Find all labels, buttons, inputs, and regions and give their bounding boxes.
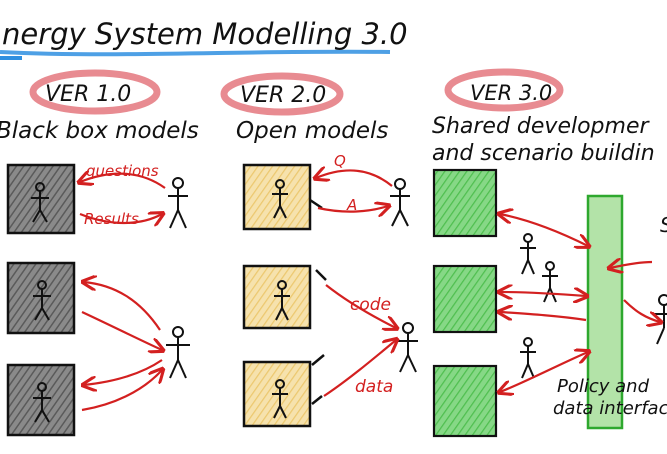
title-underline bbox=[0, 49, 391, 57]
svg-text:questions: questions bbox=[86, 162, 159, 180]
black-box-model bbox=[6, 261, 76, 335]
column-heading: Open models bbox=[236, 118, 388, 144]
column-heading: Black box models bbox=[0, 118, 199, 144]
column-ver2: VER 2.0 Open models bbox=[220, 72, 418, 428]
svg-text:data: data bbox=[355, 377, 393, 397]
column-heading: Shared developmer bbox=[432, 114, 650, 139]
results-arrow: Results bbox=[79, 210, 162, 228]
open-model-box bbox=[242, 163, 323, 231]
shared-model-box bbox=[432, 264, 498, 334]
question-arrow: questions bbox=[80, 162, 166, 189]
code-arrow: code bbox=[325, 284, 396, 328]
interface-arrow bbox=[500, 352, 588, 392]
model-access-arrow bbox=[81, 370, 162, 412]
column-ver3: VER 3.0 Shared developmer and scenario b… bbox=[432, 68, 667, 438]
user-figure bbox=[390, 178, 410, 227]
diagram-title: nergy System Modelling 3.0 bbox=[2, 17, 408, 51]
data-arrow: data bbox=[323, 340, 396, 397]
answer-arrow: A bbox=[317, 196, 388, 214]
open-model-box bbox=[242, 264, 327, 330]
model-access-arrow bbox=[81, 311, 162, 350]
version-highlight bbox=[29, 69, 161, 115]
svg-text:code: code bbox=[350, 295, 391, 315]
shared-model-box bbox=[432, 364, 498, 438]
user-figure bbox=[166, 326, 190, 379]
user-figure bbox=[168, 177, 188, 229]
version-label: VER 1.0 bbox=[45, 82, 131, 107]
interface-label: data interfac bbox=[553, 398, 667, 419]
column-heading: and scenario buildin bbox=[432, 141, 655, 166]
interface-arrow bbox=[500, 292, 586, 296]
column-ver1: VER 1.0 Black box models bbox=[0, 69, 199, 437]
developer-figure bbox=[520, 337, 536, 379]
version-label: VER 3.0 bbox=[470, 81, 552, 105]
model-access-arrow bbox=[84, 359, 163, 385]
question-arrow: Q bbox=[316, 152, 393, 187]
user-figure bbox=[654, 294, 667, 345]
version-label: VER 2.0 bbox=[240, 83, 326, 108]
developer-figure bbox=[542, 261, 558, 303]
interface-label: Policy and bbox=[557, 376, 650, 397]
svg-text:Results: Results bbox=[84, 210, 139, 228]
svg-text:Q: Q bbox=[334, 152, 346, 170]
user-figure bbox=[398, 322, 418, 373]
black-box-model bbox=[6, 163, 76, 235]
version-highlight bbox=[444, 68, 564, 112]
open-model-box bbox=[242, 354, 325, 428]
interface-arrow bbox=[610, 262, 653, 268]
version-highlight bbox=[220, 72, 344, 116]
svg-text:A: A bbox=[346, 196, 357, 214]
interface-arrow bbox=[500, 214, 588, 246]
title-group: nergy System Modelling 3.0 bbox=[0, 17, 408, 60]
developer-figure bbox=[520, 233, 536, 275]
black-box-model bbox=[6, 363, 76, 437]
shared-model-box bbox=[432, 168, 498, 238]
interface-arrow bbox=[623, 299, 660, 322]
interface-arrow bbox=[500, 312, 587, 322]
cut-off-text: S bbox=[660, 213, 667, 237]
model-access-arrow bbox=[84, 282, 161, 331]
